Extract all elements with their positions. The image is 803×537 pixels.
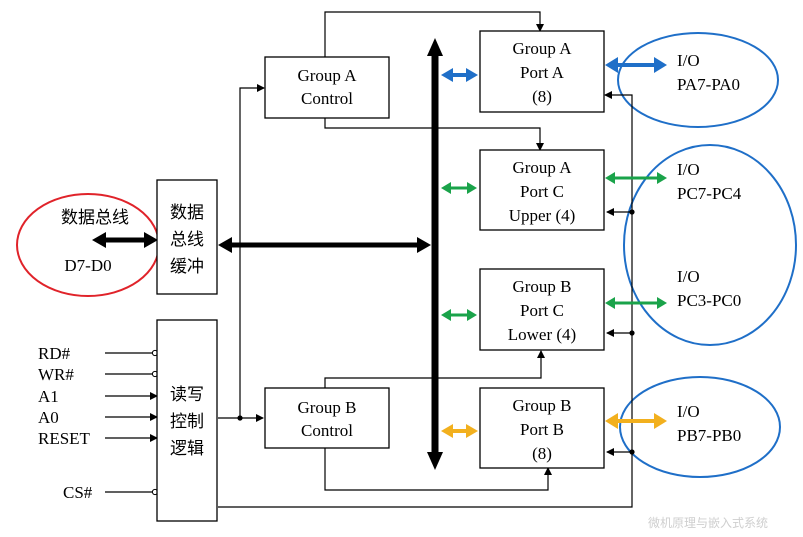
port-b-line3: (8) bbox=[532, 444, 552, 463]
port-a-io-arrow bbox=[605, 57, 667, 73]
port-c-upper-bus-arrow bbox=[441, 182, 477, 194]
io-label-port-b: I/O bbox=[677, 402, 700, 421]
data-bus-name: 数据总线 bbox=[61, 208, 129, 228]
group-a-control-line1: Group A bbox=[297, 66, 357, 85]
port-b-line2: Port B bbox=[520, 420, 564, 439]
io-pins-port-b: PB7-PB0 bbox=[677, 426, 741, 445]
rw-logic-line3: 逻辑 bbox=[170, 439, 204, 459]
signal-cs: CS# bbox=[63, 483, 93, 502]
port-b-block: Group B Port B (8) bbox=[479, 387, 605, 469]
data-buffer-line1: 数据 bbox=[170, 203, 204, 223]
control-signal-lines bbox=[105, 349, 159, 496]
internal-bus bbox=[427, 38, 443, 470]
data-buffer-line2: 总线 bbox=[170, 230, 204, 250]
buffer-to-bus-arrow bbox=[218, 237, 431, 253]
port-c-upper-io-arrow bbox=[605, 172, 667, 184]
port-c-lower-io-arrow bbox=[605, 297, 667, 309]
io-pins-port-c-lower: PC3-PC0 bbox=[677, 291, 741, 310]
control-wires bbox=[218, 11, 635, 508]
data-bus-buffer-block: 数据 总线 缓冲 bbox=[156, 179, 218, 295]
io-label-port-c-lower: I/O bbox=[677, 267, 700, 286]
signal-reset: RESET bbox=[38, 429, 91, 448]
io-pins-port-a: PA7-PA0 bbox=[677, 75, 740, 94]
port-c-lower-bus-arrow bbox=[441, 309, 477, 321]
io-label-port-c-upper: I/O bbox=[677, 160, 700, 179]
port-b-io-arrow bbox=[605, 413, 667, 429]
port-c-lower-line2: Port C bbox=[520, 301, 564, 320]
rw-control-logic-block: 读写 控制 逻辑 bbox=[156, 319, 218, 522]
port-c-upper-line2: Port C bbox=[520, 182, 564, 201]
port-c-upper-block: Group A Port C Upper (4) bbox=[479, 149, 605, 231]
port-b-line1: Group B bbox=[512, 396, 571, 415]
group-b-control-line2: Control bbox=[301, 421, 353, 440]
signal-rd: RD# bbox=[38, 344, 71, 363]
io-pins-port-c-upper: PC7-PC4 bbox=[677, 184, 742, 203]
group-b-control-line1: Group B bbox=[297, 398, 356, 417]
port-a-block: Group A Port A (8) bbox=[479, 30, 605, 113]
port-a-io-ellipse bbox=[617, 32, 779, 128]
group-a-control-block: Group A Control bbox=[264, 56, 390, 119]
port-c-lower-line1: Group B bbox=[512, 277, 571, 296]
port-a-line2: Port A bbox=[520, 63, 565, 82]
port-a-line3: (8) bbox=[532, 87, 552, 106]
port-a-bus-arrow bbox=[441, 68, 478, 82]
data-bus-arrow bbox=[92, 232, 158, 248]
rw-logic-line1: 读写 bbox=[170, 385, 204, 405]
data-buffer-line3: 缓冲 bbox=[170, 257, 204, 277]
port-c-lower-block: Group B Port C Lower (4) bbox=[479, 268, 605, 351]
group-b-control-block: Group B Control bbox=[264, 387, 390, 449]
port-c-upper-line1: Group A bbox=[512, 158, 572, 177]
port-a-line1: Group A bbox=[512, 39, 572, 58]
group-a-control-line2: Control bbox=[301, 89, 353, 108]
rw-logic-line2: 控制 bbox=[170, 412, 204, 432]
signal-a0: A0 bbox=[38, 408, 59, 427]
io-label-port-a: I/O bbox=[677, 51, 700, 70]
port-c-lower-line3: Lower (4) bbox=[508, 325, 576, 344]
port-c-upper-line3: Upper (4) bbox=[509, 206, 576, 225]
port-b-bus-arrow bbox=[441, 424, 478, 438]
port-b-io-ellipse bbox=[619, 376, 781, 478]
signal-wr: WR# bbox=[38, 365, 74, 384]
watermark: 微机原理与嵌入式系统 bbox=[648, 516, 768, 530]
port-c-io-ellipse bbox=[623, 144, 797, 346]
data-bus-lines: D7-D0 bbox=[64, 256, 111, 275]
signal-a1: A1 bbox=[38, 387, 59, 406]
